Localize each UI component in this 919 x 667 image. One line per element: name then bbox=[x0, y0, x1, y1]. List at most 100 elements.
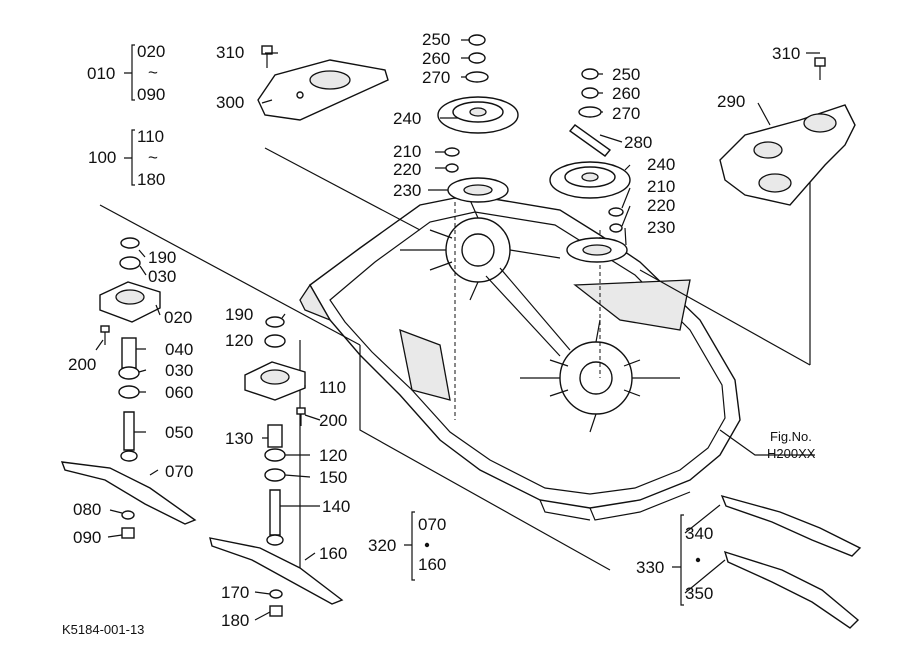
left-spindle-hub bbox=[400, 199, 561, 301]
label-010: 010 bbox=[87, 64, 115, 83]
label-140: 140 bbox=[322, 497, 350, 516]
washer-270-right bbox=[578, 106, 602, 118]
bolt-200-center bbox=[296, 407, 306, 415]
belt-guide-280 bbox=[568, 124, 612, 157]
label-020: 020 bbox=[137, 42, 165, 61]
label-090: 090 bbox=[137, 85, 165, 104]
label-030-upper: 030 bbox=[148, 267, 176, 286]
bearing-150 bbox=[264, 468, 286, 482]
bracket-330 bbox=[672, 514, 701, 606]
label-080: 080 bbox=[73, 500, 101, 519]
belt-cover-290 bbox=[719, 104, 856, 206]
label-190-center: 190 bbox=[225, 305, 253, 324]
label-310-right: 310 bbox=[772, 44, 800, 63]
blade-set-330 bbox=[720, 494, 862, 629]
label-120-lower: 120 bbox=[319, 446, 347, 465]
washer-170 bbox=[269, 589, 283, 599]
bolt-090 bbox=[121, 527, 135, 539]
label-180-bolt: 180 bbox=[221, 611, 249, 630]
nut-250-left bbox=[468, 34, 486, 46]
label-290: 290 bbox=[717, 92, 745, 111]
washer-260-right bbox=[581, 87, 599, 99]
bolt-310-right bbox=[814, 57, 826, 80]
label-190-left: 190 bbox=[148, 248, 176, 267]
seal-120-lower bbox=[264, 448, 286, 462]
label-tilde-1: ~ bbox=[148, 63, 158, 82]
label-060: 060 bbox=[165, 383, 193, 402]
bolt-310-left bbox=[261, 45, 273, 68]
label-200-left: 200 bbox=[68, 355, 96, 374]
shaft-050 bbox=[123, 411, 135, 451]
label-070-left: 070 bbox=[165, 462, 193, 481]
label-300: 300 bbox=[216, 93, 244, 112]
spindle-assembly-center bbox=[209, 316, 344, 617]
washer-220-right bbox=[609, 223, 623, 233]
label-130: 130 bbox=[225, 429, 253, 448]
label-260-right: 260 bbox=[612, 84, 640, 103]
label-270-left: 270 bbox=[422, 68, 450, 87]
label-150: 150 bbox=[319, 468, 347, 487]
circlip-030-lower bbox=[118, 366, 140, 380]
label-110-housing: 110 bbox=[319, 378, 346, 397]
figure-number-caption: Fig.No. bbox=[770, 429, 812, 444]
label-270-right: 270 bbox=[612, 104, 640, 123]
blade-160-center bbox=[209, 537, 344, 605]
label-030-lower: 030 bbox=[165, 361, 193, 380]
label-350: 350 bbox=[685, 584, 713, 603]
mower-deck-housing bbox=[299, 194, 741, 521]
label-320: 320 bbox=[368, 536, 396, 555]
label-210-left: 210 bbox=[393, 142, 421, 161]
label-070-set: 070 bbox=[418, 515, 446, 534]
label-250-right: 250 bbox=[612, 65, 640, 84]
label-210-right: 210 bbox=[647, 177, 675, 196]
label-330: 330 bbox=[636, 558, 664, 577]
label-050: 050 bbox=[165, 423, 193, 442]
spacer-130 bbox=[267, 424, 283, 448]
figure-number-code: H200XX bbox=[767, 446, 816, 461]
spacer-040 bbox=[121, 337, 137, 369]
label-160-blade: 160 bbox=[319, 544, 347, 563]
label-260-left: 260 bbox=[422, 49, 450, 68]
right-spindle-hub bbox=[520, 319, 680, 433]
washer-220-left bbox=[445, 163, 459, 173]
blade-070-left bbox=[60, 461, 197, 525]
nut-210-right bbox=[608, 207, 624, 217]
label-250-left: 250 bbox=[422, 30, 450, 49]
label-180: 180 bbox=[137, 170, 165, 189]
label-240-left: 240 bbox=[393, 109, 421, 128]
bearing-060 bbox=[118, 385, 140, 399]
bracket-100 bbox=[124, 129, 135, 186]
deck-belt-channel bbox=[485, 267, 571, 357]
washer-080 bbox=[121, 510, 135, 520]
part-labels: 010 020 ~ 090 100 110 ~ 180 310 300 250 … bbox=[62, 30, 816, 637]
bolt-200-left bbox=[100, 325, 110, 333]
pulley-stack-right bbox=[549, 68, 631, 263]
label-240-right: 240 bbox=[647, 155, 675, 174]
label-110: 110 bbox=[137, 127, 164, 146]
nut-210-left bbox=[444, 147, 460, 157]
catalog-number: K5184-001-13 bbox=[62, 622, 144, 637]
label-280: 280 bbox=[624, 133, 652, 152]
label-120-upper: 120 bbox=[225, 331, 253, 350]
shaft-140 bbox=[269, 489, 281, 536]
label-340: 340 bbox=[685, 524, 713, 543]
label-tilde-2: ~ bbox=[148, 148, 158, 167]
bearing-190-left bbox=[120, 237, 140, 249]
label-220-right: 220 bbox=[647, 196, 675, 215]
belt-cover-300 bbox=[257, 59, 389, 121]
spindle-assembly-left bbox=[60, 237, 197, 539]
blade-350 bbox=[723, 550, 860, 629]
label-230-left: 230 bbox=[393, 181, 421, 200]
leader-lines bbox=[95, 39, 820, 621]
bearing-190-center bbox=[265, 316, 285, 328]
label-170: 170 bbox=[221, 583, 249, 602]
bracket-010 bbox=[124, 44, 135, 101]
label-220-left: 220 bbox=[393, 160, 421, 179]
label-040: 040 bbox=[165, 340, 193, 359]
blade-340 bbox=[720, 494, 862, 557]
bracket-320 bbox=[404, 511, 430, 581]
bolt-180 bbox=[269, 605, 283, 617]
nut-250-right bbox=[581, 68, 599, 80]
washer-270-left bbox=[465, 71, 489, 83]
